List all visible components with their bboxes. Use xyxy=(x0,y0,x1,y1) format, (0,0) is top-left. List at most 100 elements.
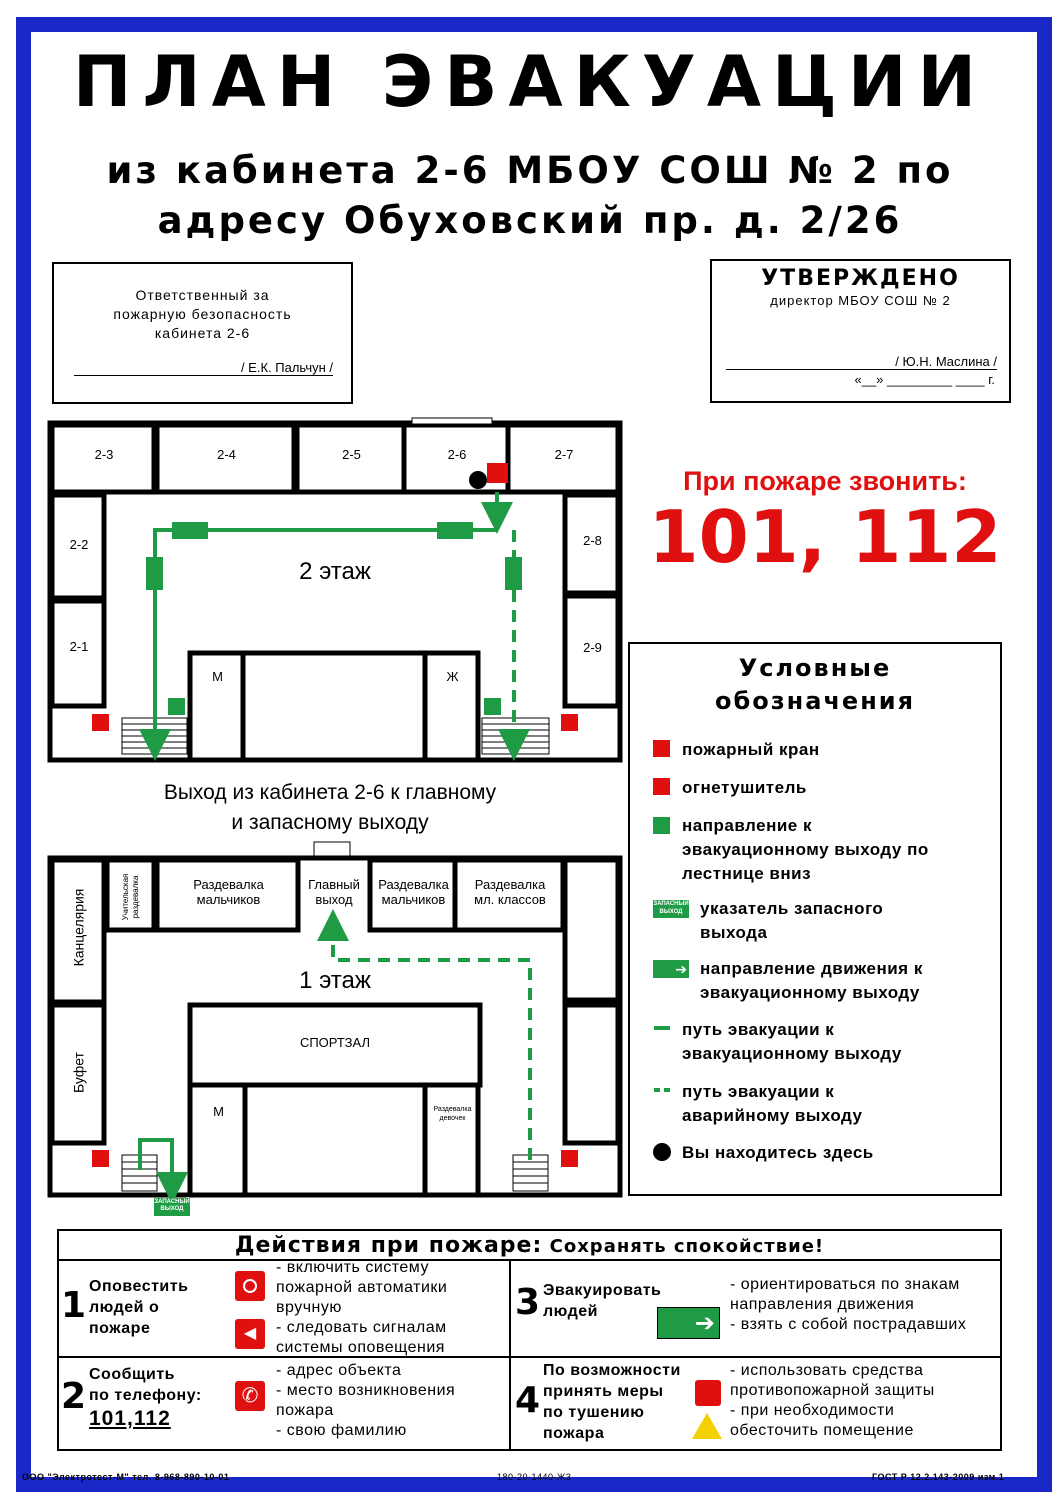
step-1-text: - включить систему пожарной автоматики в… xyxy=(276,1258,447,1358)
footer-company: ООО "Электротест-М" тел. 8-968-890-10-01 xyxy=(22,1472,230,1482)
floor-2-direction-sign xyxy=(172,522,473,539)
step-4-number: 4 xyxy=(515,1380,541,1421)
room-main-exit: Главный выход xyxy=(300,877,368,907)
legend-spare-sign-a: ЗАПАСНЫЙ xyxy=(653,901,689,907)
approved-signature: / Ю.Н. Маслина / xyxy=(726,354,997,370)
step-2-phone: 101,112 xyxy=(89,1407,171,1430)
floor-2-stair-sign xyxy=(146,557,522,715)
room-2-3: 2-3 xyxy=(94,447,114,462)
step-4-heading: По возможности принять меры по тушению п… xyxy=(543,1360,681,1444)
step-3-text-3: - взять с собой пострадавших xyxy=(730,1316,967,1333)
alarm-button-icon xyxy=(235,1271,265,1301)
floor-1-stairs-right xyxy=(512,1154,549,1192)
room-cloak-boys-2-a: Раздевалка xyxy=(378,877,449,892)
step-3-heading-2: людей xyxy=(543,1303,599,1320)
legend-item-main-route-2: эвакуационному выходу xyxy=(682,1044,902,1063)
step-2-heading-1: Сообщить xyxy=(89,1366,175,1383)
legend-item-extinguisher: огнетушитель xyxy=(682,778,807,797)
actions-table xyxy=(57,1229,1002,1451)
responsible-line-3: кабинета 2-6 xyxy=(154,325,251,341)
spare-exit-sign-text: ЗАПАСНЫЙ ВЫХОД xyxy=(154,1199,190,1213)
floor-1-label: 1 этаж xyxy=(299,967,371,994)
legend-item-stairs: направление к эвакуационному выходу по л… xyxy=(682,814,929,886)
approved-date: «__» _________ ____ г. xyxy=(854,372,995,387)
room-wc-m-2: М xyxy=(212,669,223,684)
floor-2-fire-hydrant xyxy=(92,714,578,731)
legend-item-main-route: путь эвакуации к эвакуационному выходу xyxy=(682,1018,902,1066)
plan-subtitle: из кабинета 2-6 МБОУ СОШ № 2 по адресу О… xyxy=(60,146,1000,246)
electric-hazard-icon xyxy=(692,1413,722,1439)
step-2-heading-2: по телефону: xyxy=(89,1387,202,1404)
fire-hydrant-icon xyxy=(653,740,670,757)
room-buffet-label: Буфет xyxy=(70,1052,87,1093)
room-cloak-junior: Раздевалка мл. классов xyxy=(457,877,563,907)
extinguisher-icon xyxy=(653,778,670,795)
step-1-heading-3: пожаре xyxy=(89,1320,151,1337)
room-2-4: 2-4 xyxy=(217,447,236,462)
footer-code: 180-20-1440-Ж3 xyxy=(497,1472,572,1482)
legend-title-line-1: Условные xyxy=(738,654,892,682)
actions-divider-top xyxy=(59,1259,1000,1261)
step-3-heading: Эвакуировать людей xyxy=(543,1280,661,1322)
room-2-1: 2-1 xyxy=(69,639,89,654)
step-1-text-1: - включить систему xyxy=(276,1259,429,1276)
floor-1-route-spare xyxy=(317,909,532,1160)
floor-1-walls xyxy=(47,855,623,1198)
room-cloak-girls-b: девочек xyxy=(439,1115,466,1122)
room-buffet: Буфет xyxy=(56,1010,102,1140)
step-1-text-4: - следовать сигналам xyxy=(276,1319,447,1336)
step-4-heading-1: По возможности xyxy=(543,1362,681,1379)
floor-1-door-main xyxy=(313,841,351,857)
step-2-text-3: пожара xyxy=(276,1402,334,1419)
responsible-box: Ответственный за пожарную безопасность к… xyxy=(52,262,353,404)
actions-title: Действия при пожаре: xyxy=(234,1233,543,1258)
legend-item-spare-route: путь эвакуации к аварийному выходу xyxy=(682,1080,863,1128)
approved-box: УТВЕРЖДЕНО директор МБОУ СОШ № 2 / Ю.Н. … xyxy=(710,259,1011,403)
room-wc-m-1: М xyxy=(213,1104,224,1119)
legend-item-spare-route-2: аварийному выходу xyxy=(682,1106,863,1125)
exit-caption-line-1: Выход из кабинета 2-6 к главному xyxy=(163,781,497,804)
step-2-text: - адрес объекта - место возникновения по… xyxy=(276,1361,455,1441)
step-1-text-5: системы оповещения xyxy=(276,1339,445,1356)
step-4-text-3: - при необходимости xyxy=(730,1402,895,1419)
floor-2-label: 2 этаж xyxy=(299,558,371,585)
legend-title: Условные обозначения xyxy=(630,652,1000,718)
step-4-heading-2: принять меры xyxy=(543,1383,664,1400)
step-2-heading: Сообщить по телефону: 101,112 xyxy=(89,1364,202,1432)
step-3-text: - ориентироваться по знакам направления … xyxy=(730,1275,966,1335)
legend-item-hydrant: пожарный кран xyxy=(682,740,820,759)
room-2-5: 2-5 xyxy=(342,447,361,462)
stair-exit-icon xyxy=(653,817,670,834)
step-1-heading-1: Оповестить xyxy=(89,1278,189,1295)
approved-position: директор МБОУ СОШ № 2 xyxy=(770,293,951,308)
room-cloak-junior-b: мл. классов xyxy=(474,892,546,907)
step-1-text-2: пожарной автоматики xyxy=(276,1279,448,1296)
step-2-text-4: - свою фамилию xyxy=(276,1422,407,1439)
legend-item-stairs-1: направление к xyxy=(682,816,812,835)
dashed-route-icon xyxy=(654,1088,670,1092)
legend-item-spare-exit: указатель запасного выхода xyxy=(700,897,883,945)
step-4-text-1: - использовать средства xyxy=(730,1362,924,1379)
step-4-heading-4: пожара xyxy=(543,1425,605,1442)
exit-caption: Выход из кабинета 2-6 к главному и запас… xyxy=(100,778,560,838)
legend-title-line-2: обозначения xyxy=(714,687,916,715)
legend-item-spare-exit-2: выхода xyxy=(700,923,768,942)
room-office: Канцелярия xyxy=(56,880,102,980)
actions-title-tail: Сохранять спокойствие! xyxy=(549,1236,825,1257)
room-cloak-boys-1-a: Раздевалка xyxy=(193,877,264,892)
room-2-8: 2-8 xyxy=(583,533,602,548)
legend-item-main-route-1: путь эвакуации к xyxy=(682,1020,835,1039)
legend-item-you-are-here: Вы находитесь здесь xyxy=(682,1143,874,1162)
legend-item-stairs-3: лестнице вниз xyxy=(682,864,812,883)
fire-call-numbers: 101, 112 xyxy=(648,495,1002,579)
step-1-heading: Оповестить людей о пожаре xyxy=(89,1276,188,1339)
step-2-text-2: - место возникновения xyxy=(276,1382,456,1399)
room-cloak-boys-2-b: мальчиков xyxy=(381,892,446,907)
plan-title: ПЛАН ЭВАКУАЦИИ xyxy=(72,41,988,123)
responsible-signature: / Е.К. Пальчун / xyxy=(74,360,333,376)
step-4-text-2: противопожарной защиты xyxy=(730,1382,935,1399)
legend-item-stairs-2: эвакуационному выходу по xyxy=(682,840,929,859)
step-3-text-2: направления движения xyxy=(730,1296,915,1313)
step-4-text-4: обесточить помещение xyxy=(730,1422,914,1439)
